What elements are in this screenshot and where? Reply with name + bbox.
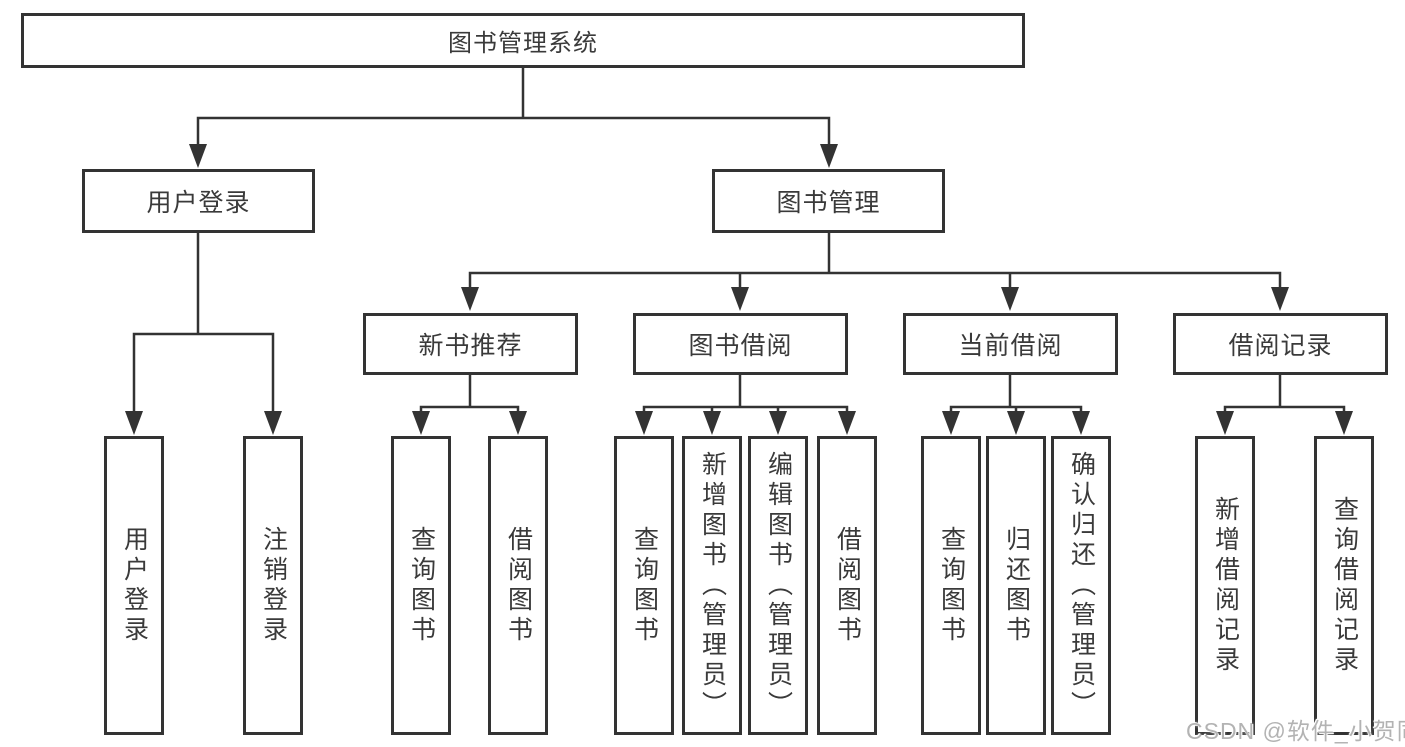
leaf-label: 注销登录 bbox=[259, 525, 288, 646]
connector-current-group bbox=[949, 375, 1083, 414]
leaf-label: 查询图书 bbox=[407, 525, 436, 646]
leaf-label: 查询借阅记录 bbox=[1330, 495, 1359, 676]
leaf-label: 确认归还（管理员） bbox=[1067, 450, 1096, 721]
connector-book-management-arrows bbox=[461, 287, 1289, 311]
leaf-label: 编辑图书（管理员） bbox=[764, 450, 793, 721]
leaf-recommend-query-books: 查询图书 bbox=[391, 436, 451, 735]
leaf-user-login: 用户登录 bbox=[104, 436, 164, 735]
node-label: 用户登录 bbox=[146, 189, 251, 217]
leaf-label: 借阅图书 bbox=[504, 525, 533, 646]
leaf-logout: 注销登录 bbox=[243, 436, 303, 735]
csdn-watermark: CSDN @软件_小贺同学 bbox=[1186, 718, 1405, 744]
node-label: 图书管理系统 bbox=[448, 30, 598, 57]
leaf-label: 新增图书（管理员） bbox=[698, 450, 727, 721]
leaf-borrow-edit-books-admin: 编辑图书（管理员） bbox=[748, 436, 808, 735]
connector-current-arrows bbox=[942, 411, 1090, 435]
connector-recommend-arrows bbox=[412, 411, 527, 435]
node-borrow-records: 借阅记录 bbox=[1173, 313, 1388, 375]
node-user-login: 用户登录 bbox=[82, 169, 315, 233]
node-label: 新书推荐 bbox=[418, 332, 523, 360]
node-new-book-recommend: 新书推荐 bbox=[363, 313, 578, 375]
node-label: 图书管理 bbox=[776, 189, 881, 217]
leaf-records-query-record: 查询借阅记录 bbox=[1314, 436, 1374, 735]
node-current-borrow: 当前借阅 bbox=[903, 313, 1118, 375]
leaf-label: 新增借阅记录 bbox=[1211, 495, 1240, 676]
leaf-current-query-books: 查询图书 bbox=[921, 436, 981, 735]
node-book-management: 图书管理 bbox=[712, 169, 945, 233]
connector-borrow-group bbox=[642, 375, 849, 414]
leaf-label: 归还图书 bbox=[1002, 525, 1031, 646]
connector-user-login-group bbox=[132, 233, 275, 414]
leaf-borrow-query-books: 查询图书 bbox=[614, 436, 674, 735]
leaf-borrow-add-books-admin: 新增图书（管理员） bbox=[682, 436, 742, 735]
connector-records-arrows bbox=[1216, 411, 1353, 435]
connector-root bbox=[196, 68, 831, 146]
leaf-current-return-books: 归还图书 bbox=[986, 436, 1046, 735]
leaf-label: 查询图书 bbox=[630, 525, 659, 646]
leaf-label: 用户登录 bbox=[120, 525, 149, 646]
node-library-management-system: 图书管理系统 bbox=[21, 13, 1025, 68]
leaf-label: 查询图书 bbox=[937, 525, 966, 646]
connector-borrow-arrows bbox=[635, 411, 856, 435]
connector-book-management-group bbox=[468, 233, 1282, 290]
connector-recommend-group bbox=[419, 375, 520, 414]
connector-root-arrows bbox=[189, 144, 838, 168]
leaf-recommend-borrow-books: 借阅图书 bbox=[488, 436, 548, 735]
node-label: 图书借阅 bbox=[688, 332, 793, 360]
node-label: 当前借阅 bbox=[958, 332, 1063, 360]
connector-user-login-arrows bbox=[125, 411, 282, 435]
leaf-label: 借阅图书 bbox=[833, 525, 862, 646]
leaf-current-confirm-return-admin: 确认归还（管理员） bbox=[1051, 436, 1111, 735]
node-label: 借阅记录 bbox=[1228, 332, 1333, 360]
connector-records-group bbox=[1223, 375, 1346, 414]
leaf-borrow-borrow-books: 借阅图书 bbox=[817, 436, 877, 735]
node-book-borrow: 图书借阅 bbox=[633, 313, 848, 375]
leaf-records-add-record: 新增借阅记录 bbox=[1195, 436, 1255, 735]
